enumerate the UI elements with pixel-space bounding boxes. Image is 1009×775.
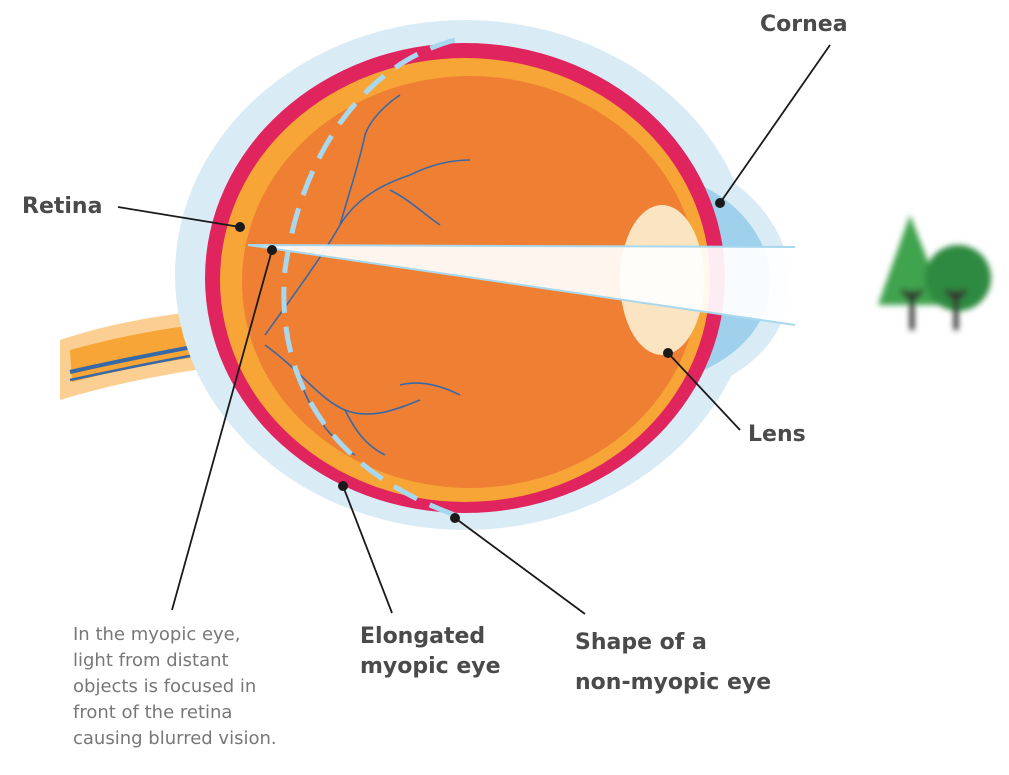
note-line-2: light from distant xyxy=(73,648,333,674)
myopia-explanation: In the myopic eye, light from distant ob… xyxy=(73,622,333,752)
label-elongated-line-1: Elongated xyxy=(360,622,501,652)
label-shape-line-2: non-myopic eye xyxy=(575,662,771,704)
label-shape-line-1: Shape of a xyxy=(575,622,771,664)
note-line-5: causing blurred vision. xyxy=(73,726,333,752)
label-retina: Retina xyxy=(22,192,102,222)
label-lens: Lens xyxy=(748,420,806,450)
label-cornea: Cornea xyxy=(760,10,848,40)
note-line-4: front of the retina xyxy=(73,700,333,726)
tree-icon xyxy=(878,215,991,330)
label-elongated-myopic-eye: Elongated myopic eye xyxy=(360,622,501,682)
note-line-3: objects is focused in xyxy=(73,674,333,700)
note-line-1: In the myopic eye, xyxy=(73,622,333,648)
label-elongated-line-2: myopic eye xyxy=(360,652,501,682)
label-non-myopic-shape: Shape of a non-myopic eye xyxy=(575,622,771,704)
